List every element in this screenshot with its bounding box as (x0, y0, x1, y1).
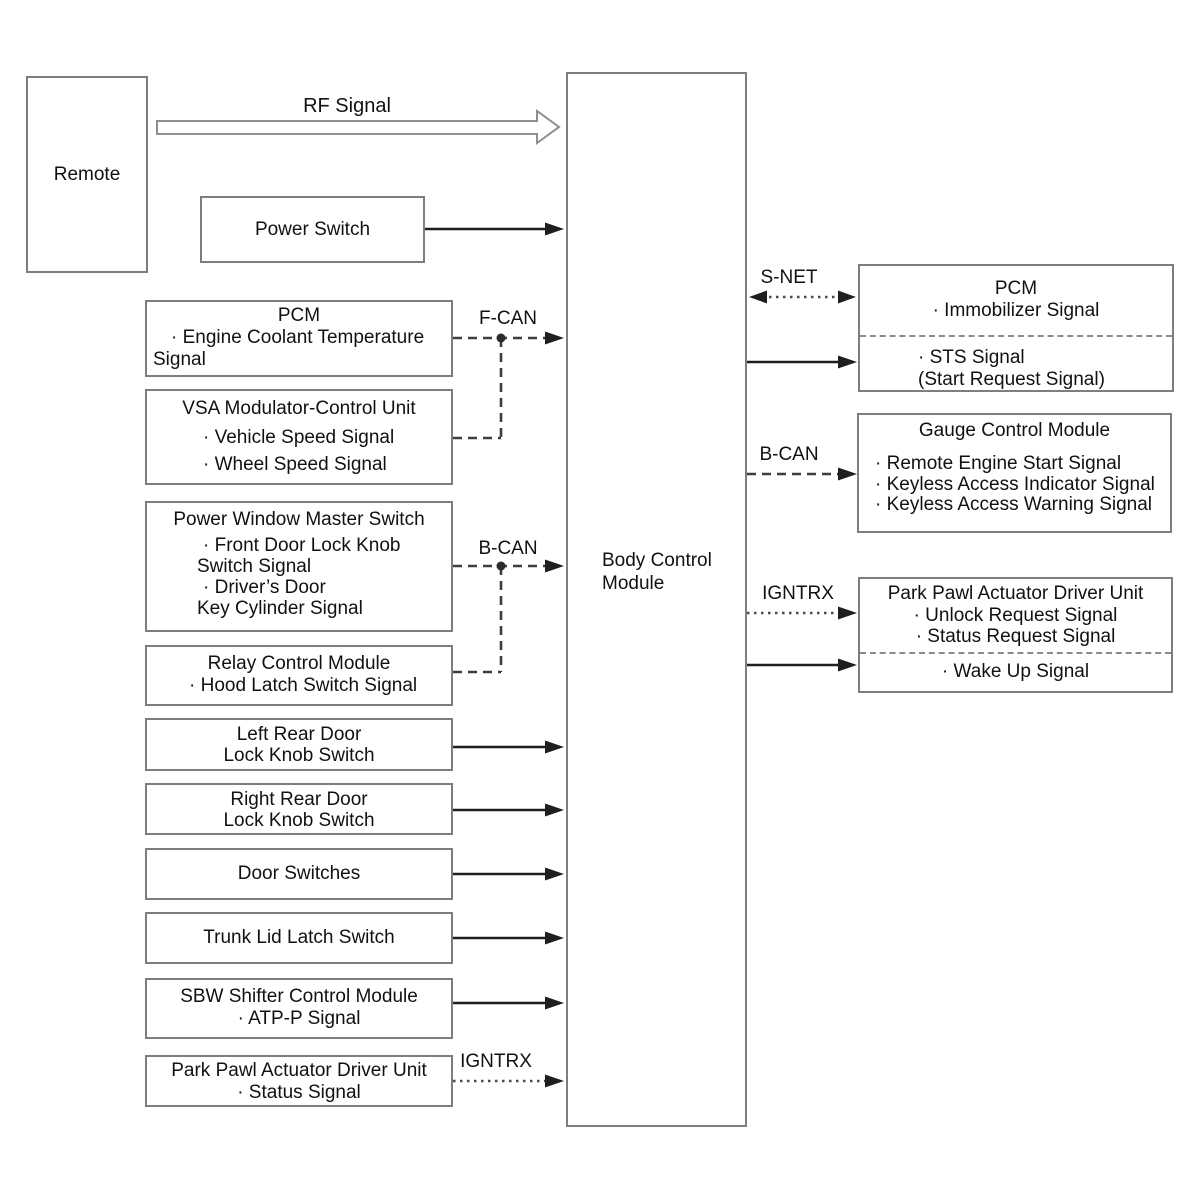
pwms-line: Key Cylinder Signal (197, 598, 363, 619)
vsa-box: VSA Modulator-Control Unit · Vehicle Spe… (145, 389, 453, 485)
door-switches-label: Door Switches (237, 863, 361, 884)
f-can-dashed-lines (453, 336, 545, 440)
pwms-line: · Driver’s Door (203, 577, 326, 598)
label-f-can: F-CAN (478, 308, 538, 329)
b-can-right-arrowhead (838, 467, 857, 481)
relay-bullet: · Hood Latch Switch Signal (189, 675, 418, 696)
label-igntrx-left: IGNTRX (460, 1051, 532, 1072)
pwms-line: Switch Signal (197, 556, 312, 577)
label-igntrx-right: IGNTRX (762, 583, 834, 604)
label-b-can-right: B-CAN (759, 444, 819, 465)
trunk-label: Trunk Lid Latch Switch (203, 927, 395, 948)
label-b-can-left: B-CAN (478, 538, 538, 559)
park-pawl-right-bullet: · Status Request Signal (915, 626, 1116, 647)
vsa-bullet: · Wheel Speed Signal (203, 454, 387, 475)
solid-arrows (425, 222, 857, 1010)
gauge-bullet: · Keyless Access Warning Signal (875, 494, 1153, 515)
pwms-title: Power Window Master Switch (173, 509, 425, 530)
pcm-left-box: PCM · Engine Coolant Temperature Signal (145, 300, 453, 377)
bcm-label-line: Module (602, 573, 665, 594)
pcm-right-lower-line: · STS Signal (918, 347, 1025, 368)
gauge-bullet: · Keyless Access Indicator Signal (875, 473, 1155, 495)
left-rear-door-box: Left Rear Door Lock Knob Switch (145, 718, 453, 771)
s-net-arrowhead-left (749, 290, 767, 304)
right-rear-line: Right Rear Door (230, 789, 368, 810)
remote-label: Remote (53, 163, 121, 185)
park-pawl-left-box: Park Pawl Actuator Driver Unit · Status … (145, 1055, 453, 1107)
right-rear-line: Lock Knob Switch (223, 810, 375, 831)
f-can-arrowhead (545, 331, 564, 345)
park-pawl-right-box: Park Pawl Actuator Driver Unit · Unlock … (858, 577, 1173, 693)
pwms-line: · Front Door Lock Knob (203, 535, 401, 556)
trunk-lid-latch-switch-box: Trunk Lid Latch Switch (145, 912, 453, 964)
label-s-net: S-NET (760, 267, 818, 288)
gauge-title: Gauge Control Module (918, 420, 1111, 441)
park-pawl-right-divider (860, 652, 1171, 654)
vsa-title: VSA Modulator-Control Unit (182, 398, 416, 419)
rf-signal-label: RF Signal (303, 95, 391, 117)
pcm-right-divider (860, 335, 1172, 337)
park-pawl-right-lower-line: · Wake Up Signal (941, 661, 1090, 682)
b-can-left-junction-dot (496, 561, 506, 571)
s-net-arrowhead-right (838, 290, 856, 304)
b-can-left-arrowhead (545, 559, 564, 573)
pcm-left-line: Signal (153, 349, 206, 370)
pcm-right-title: PCM (994, 278, 1038, 299)
rf-signal-arrow (156, 109, 561, 145)
power-window-master-switch-box: Power Window Master Switch · Front Door … (145, 501, 453, 632)
igntrx-left-arrowhead (545, 1074, 564, 1088)
relay-title: Relay Control Module (207, 653, 391, 674)
pcm-right-bullet: · Immobilizer Signal (932, 300, 1100, 321)
sbw-title: SBW Shifter Control Module (180, 986, 418, 1007)
left-rear-line: Left Rear Door (236, 724, 362, 745)
pcm-right-lower-line: (Start Request Signal) (918, 369, 1105, 390)
gauge-control-module-box: Gauge Control Module · Remote Engine Sta… (857, 413, 1172, 533)
park-pawl-left-bullet: · Status Signal (237, 1082, 361, 1103)
pcm-left-title: PCM (277, 305, 321, 326)
sbw-bullet: · ATP-P Signal (237, 1008, 361, 1029)
door-switches-box: Door Switches (145, 848, 453, 900)
relay-control-module-box: Relay Control Module · Hood Latch Switch… (145, 645, 453, 706)
gauge-bullet: · Remote Engine Start Signal (875, 453, 1122, 474)
power-switch-box: Power Switch (200, 196, 425, 263)
park-pawl-left-title: Park Pawl Actuator Driver Unit (171, 1060, 427, 1081)
left-rear-line: Lock Knob Switch (223, 745, 375, 766)
igntrx-right-arrowhead (838, 606, 857, 620)
park-pawl-right-title: Park Pawl Actuator Driver Unit (887, 583, 1144, 604)
remote-box: Remote (26, 76, 148, 273)
body-control-module-box: Body Control Module (566, 72, 747, 1127)
f-can-junction-dot (496, 333, 506, 343)
bcm-label-line: Body Control (602, 550, 712, 571)
right-rear-door-box: Right Rear Door Lock Knob Switch (145, 783, 453, 835)
sbw-shifter-box: SBW Shifter Control Module · ATP-P Signa… (145, 978, 453, 1039)
vsa-bullet: · Vehicle Speed Signal (203, 427, 395, 448)
power-switch-label: Power Switch (254, 218, 371, 240)
pcm-left-line: · Engine Coolant Temperature (171, 327, 425, 348)
b-can-left-dashed-lines (453, 564, 545, 674)
pcm-right-box: PCM · Immobilizer Signal · STS Signal (S… (858, 264, 1174, 392)
park-pawl-right-bullet: · Unlock Request Signal (913, 605, 1118, 626)
